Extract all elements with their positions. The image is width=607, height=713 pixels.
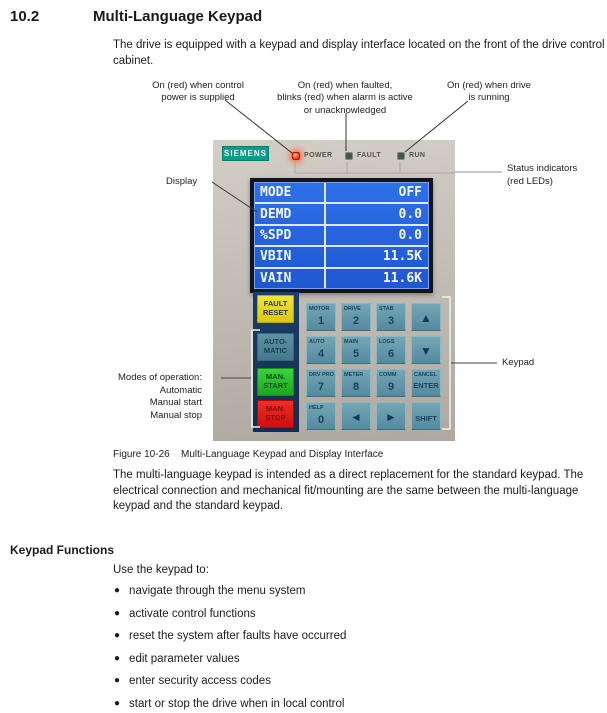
automatic-key: AUTO- MATIC — [257, 333, 294, 361]
key-motor-1: MOTOR 1 — [306, 303, 336, 331]
key-auto-4: AUTO 4 — [306, 336, 336, 364]
key-help-0: HELP 0 — [306, 402, 336, 430]
bullet-icon: ● — [114, 652, 121, 664]
key-logs-6: LOGS 6 — [376, 336, 406, 364]
keypad-functions-intro: Use the keypad to: — [113, 564, 209, 576]
list-item: ● edit parameter values — [114, 652, 240, 665]
display-row: VBIN 11.5K — [255, 247, 428, 269]
modes-item: Manual start — [149, 397, 202, 409]
key-comm-9: COMM 9 — [376, 369, 406, 397]
callout-run-led: On (red) when drive is running — [447, 80, 531, 104]
display-param: MODE — [255, 183, 326, 203]
list-item: ● start or stop the drive when in local … — [114, 697, 345, 710]
fault-reset-key: FAULT RESET — [257, 295, 294, 323]
display-value: 0.0 — [398, 228, 422, 244]
bullet-icon: ● — [114, 585, 121, 596]
callout-modes-of-operation: Modes of operation: Automatic Manual sta… — [80, 372, 202, 423]
display-param: VAIN — [255, 268, 326, 289]
callout-status-indicators: Status indicators (red LEDs) — [507, 163, 578, 187]
after-figure-paragraph: The multi-language keypad is intended as… — [113, 469, 584, 513]
siemens-logo: SIEMENS — [222, 146, 269, 161]
list-item: ● reset the system after faults have occ… — [114, 630, 347, 642]
callout-power-led: On (red) when control power is supplied — [152, 80, 244, 104]
manual-stop-key: MAN. STOP — [257, 400, 294, 428]
lcd-display: MODE OFF DEMD 0.0 %SPD 0.0 VBIN 11.5K VA… — [250, 178, 433, 293]
keypad-functions-heading: Keypad Functions — [10, 543, 115, 557]
figure-caption: Multi-Language Keypad and Display Interf… — [181, 449, 384, 460]
key-main-5: MAIN 5 — [341, 336, 371, 364]
up-arrow-icon: ▲ — [420, 311, 432, 325]
callout-fault-led: On (red) when faulted, blinks (red) when… — [277, 80, 413, 116]
key-drive-2: DRIVE 2 — [341, 303, 371, 331]
display-value: 0.0 — [398, 206, 422, 222]
key-stab-3: STAB 3 — [376, 303, 406, 331]
key-cancel-enter: CANCEL ENTER — [411, 369, 441, 397]
down-arrow-icon: ▼ — [420, 344, 432, 358]
list-item: ● activate control functions — [114, 607, 256, 620]
intro-paragraph: The drive is equipped with a keypad and … — [113, 39, 605, 67]
display-param: %SPD — [255, 225, 326, 246]
right-arrow-icon: ► — [385, 410, 397, 424]
bullet-icon: ● — [114, 675, 121, 686]
lcd-screen: MODE OFF DEMD 0.0 %SPD 0.0 VBIN 11.5K VA… — [254, 182, 429, 289]
figure-label: Figure 10-26 — [113, 449, 170, 460]
manual-start-key: MAN. START — [257, 368, 294, 396]
list-item: ● enter security access codes — [114, 675, 271, 687]
key-left-arrow: ◄ — [341, 402, 371, 430]
run-led-icon — [397, 152, 405, 160]
section-number: 10.2 — [10, 8, 40, 25]
bullet-icon: ● — [114, 697, 121, 709]
key-drvpro-7: DRV PRO 7 — [306, 369, 336, 397]
modes-title: Modes of operation: — [118, 372, 202, 383]
bullet-icon: ● — [114, 630, 121, 641]
display-value: 11.6K — [382, 270, 422, 286]
list-item: ● navigate through the menu system — [114, 585, 306, 597]
display-row: DEMD 0.0 — [255, 204, 428, 226]
display-param: VBIN — [255, 247, 326, 267]
callout-keypad: Keypad — [502, 357, 535, 368]
key-up-arrow: ▲ — [411, 303, 441, 331]
display-value: 11.5K — [382, 249, 422, 265]
bullet-icon: ● — [114, 607, 121, 619]
left-arrow-icon: ◄ — [350, 410, 362, 424]
display-param: DEMD — [255, 204, 326, 224]
display-row: VAIN 11.6K — [255, 268, 428, 289]
fault-led-label: FAULT — [357, 152, 382, 159]
modes-item: Manual stop — [150, 410, 202, 422]
keypad-photo: SIEMENS POWER FAULT RUN MODE OFF DEMD 0.… — [213, 140, 455, 441]
power-led-label: POWER — [304, 152, 333, 159]
modes-item: Automatic — [159, 384, 202, 396]
page-title: Multi-Language Keypad — [93, 8, 263, 25]
keypad-functions-list: ● navigate through the menu system ● act… — [114, 584, 584, 713]
run-led-label: RUN — [409, 152, 426, 159]
key-meter-8: METER 8 — [341, 369, 371, 397]
key-shift: SHIFT — [411, 402, 441, 430]
fault-led-icon — [345, 152, 353, 160]
display-value: OFF — [398, 185, 422, 201]
key-down-arrow: ▼ — [411, 336, 441, 364]
key-right-arrow: ► — [376, 402, 406, 430]
power-led-icon — [292, 152, 300, 160]
display-row: %SPD 0.0 — [255, 225, 428, 248]
callout-display: Display — [166, 176, 198, 187]
display-row: MODE OFF — [255, 183, 428, 205]
